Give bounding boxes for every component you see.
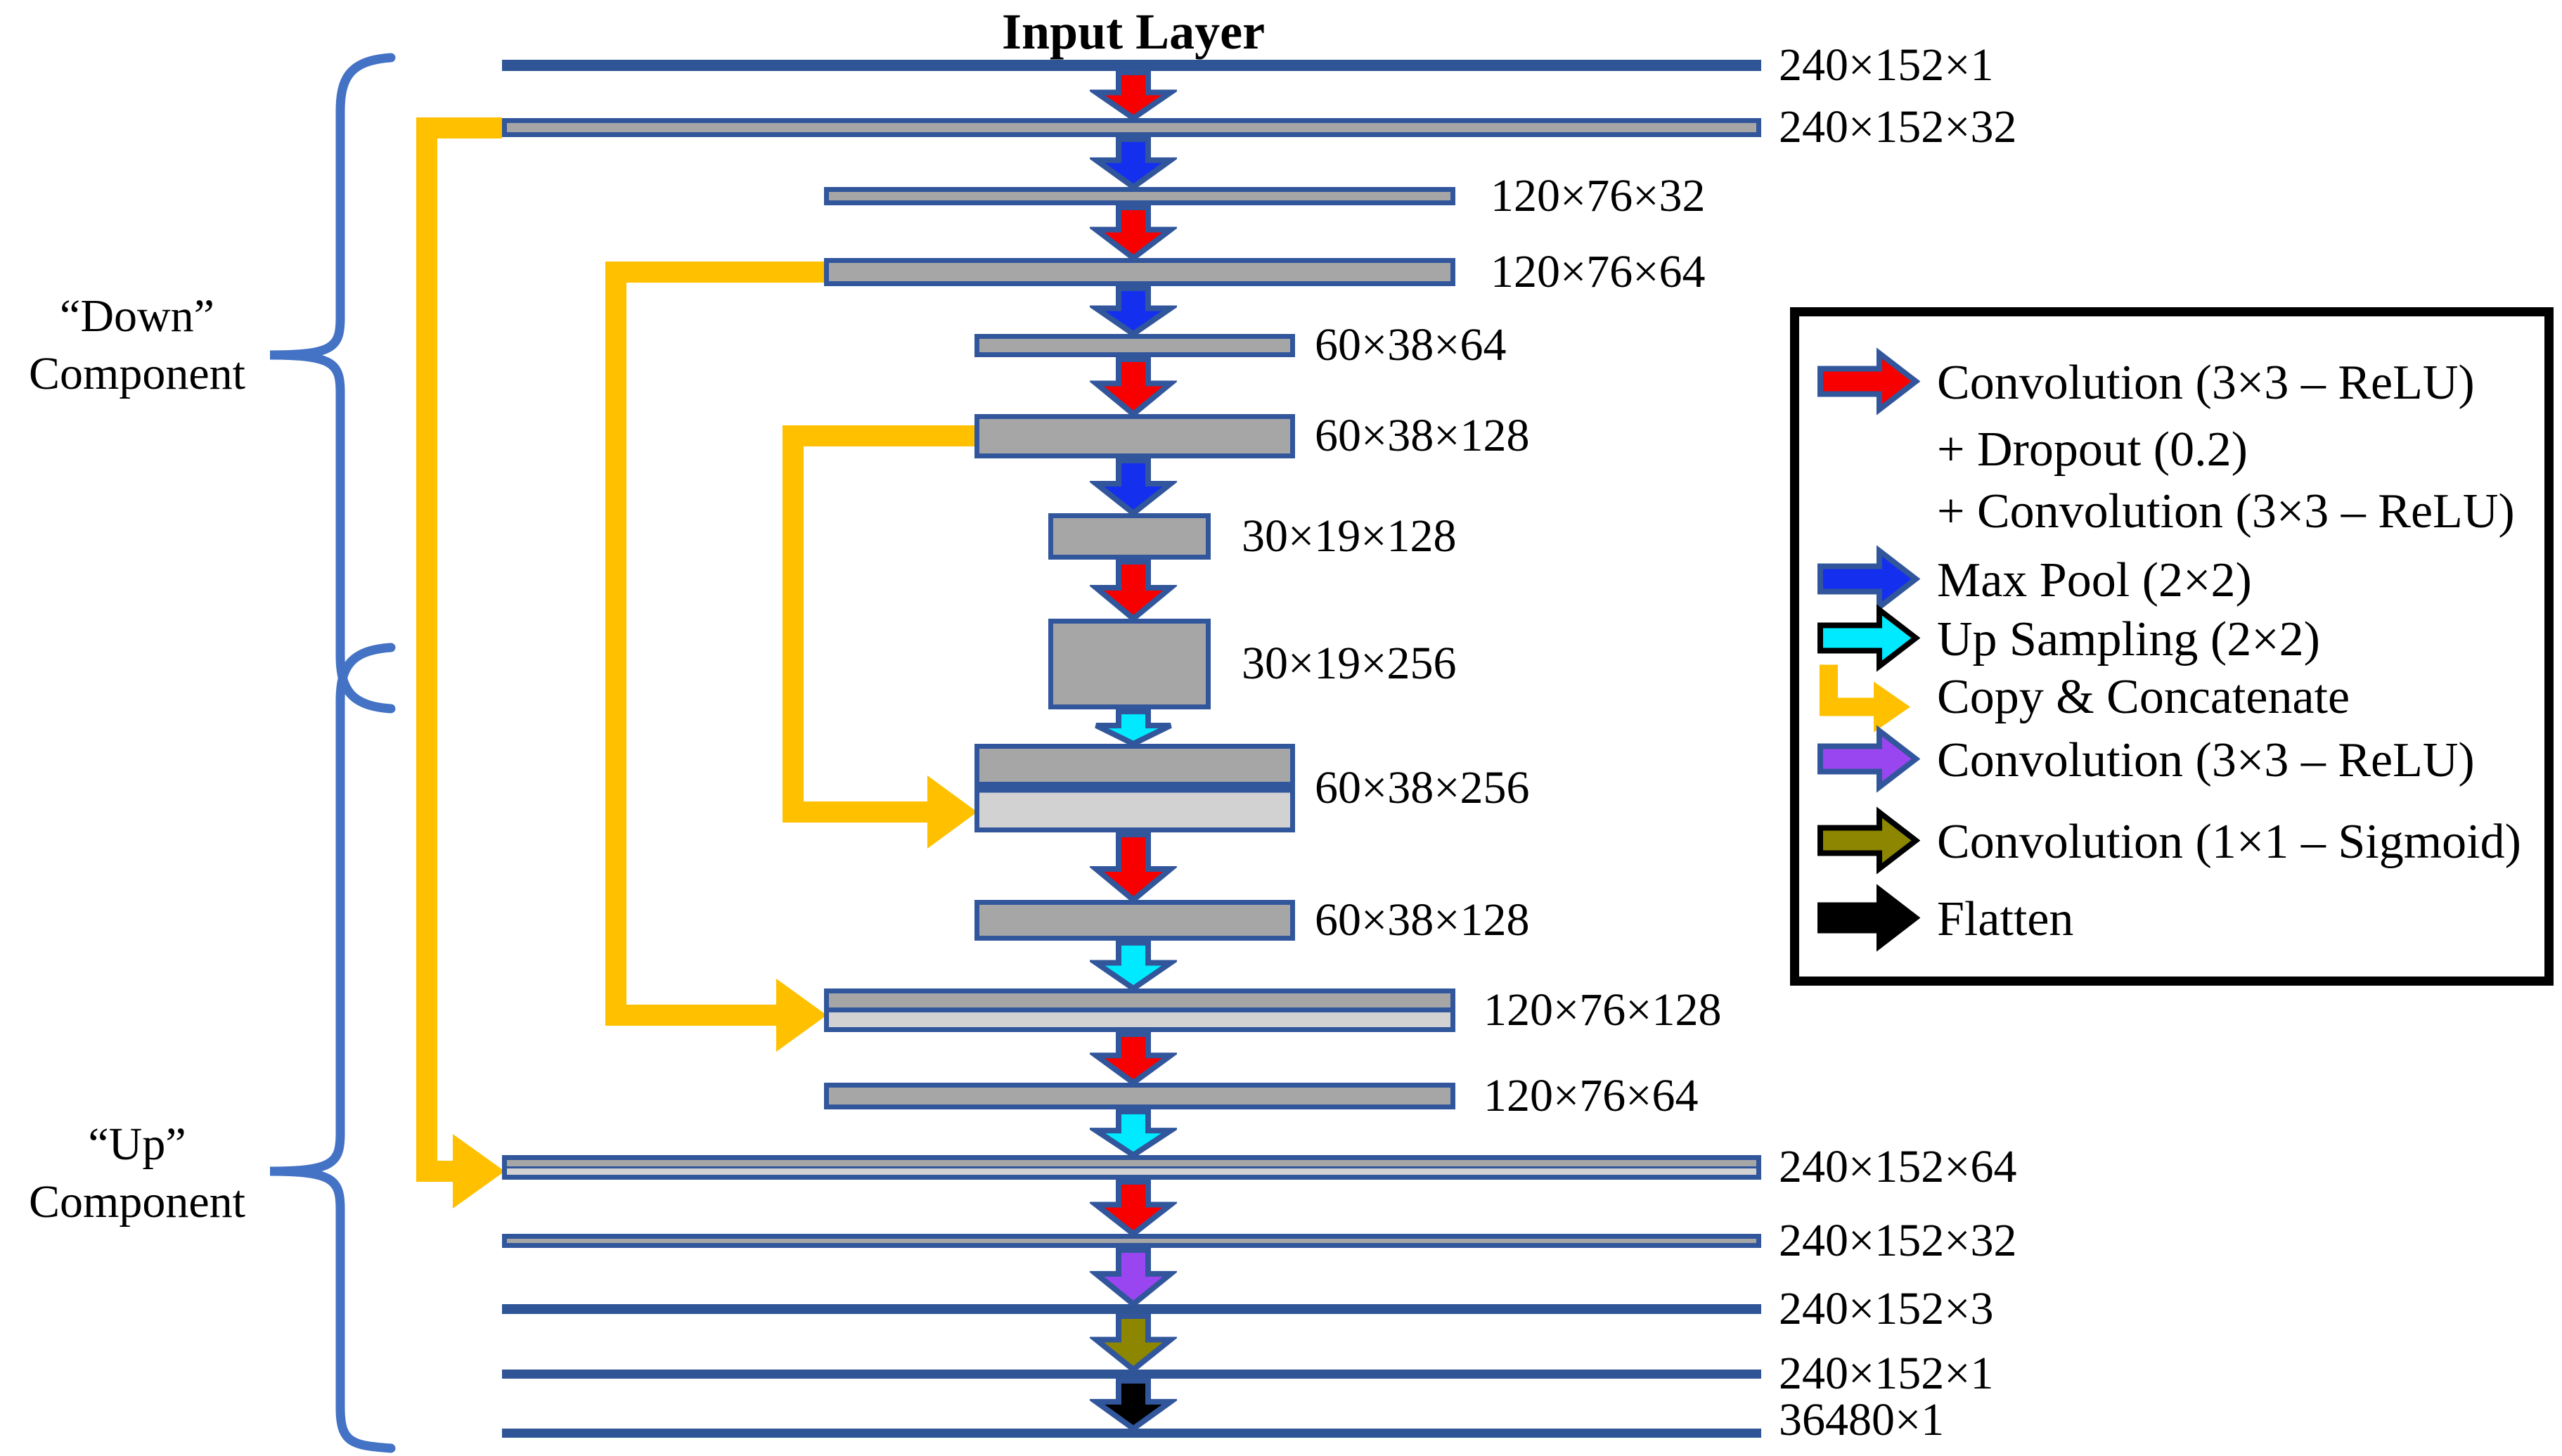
legend-label: + Convolution (3×3 – ReLU) xyxy=(1937,484,2515,539)
copy-concatenate-arrowhead-icon xyxy=(776,979,827,1052)
convolution-arrow-icon xyxy=(1087,1031,1180,1086)
legend-label: + Dropout (0.2) xyxy=(1937,423,2248,477)
max-pool-arrow-icon xyxy=(1087,285,1180,337)
dimension-label: 60×38×128 xyxy=(1315,894,1530,946)
legend-label: Flatten xyxy=(1937,892,2074,946)
legend-item: Copy & Concatenate xyxy=(1799,664,2544,733)
dimension-label: 240×152×1 xyxy=(1779,1348,1994,1399)
legend-label: Max Pool (2×2) xyxy=(1937,553,2252,607)
convolution-arrow-icon xyxy=(1088,1179,1179,1238)
layer-bar-240×152×64 xyxy=(502,1155,1761,1180)
copy-concatenate-arrowhead-icon xyxy=(453,1134,505,1209)
layer-bar-30×19×256 xyxy=(1048,619,1211,709)
layer-bar-120×76×32 xyxy=(824,187,1455,205)
dimension-label: 60×38×128 xyxy=(1315,410,1530,461)
legend-item: Up Sampling (2×2) xyxy=(1799,604,2544,674)
dimension-label: 120×76×32 xyxy=(1491,170,1706,221)
layer-bar-240×152×3 xyxy=(502,1304,1761,1314)
dimension-label: 240×152×3 xyxy=(1779,1283,1994,1334)
legend-item: Flatten xyxy=(1799,884,2544,953)
dimension-label: 240×152×64 xyxy=(1779,1141,2017,1192)
down-component-brace xyxy=(269,53,396,714)
dimension-label: 240×152×1 xyxy=(1779,39,1994,91)
dimension-label: 120×76×64 xyxy=(1483,1070,1699,1121)
layer-bar-60×38×128 xyxy=(974,900,1295,941)
layer-bar-120×76×128 xyxy=(824,988,1455,1032)
legend-label: Convolution (3×3 – ReLU) xyxy=(1937,356,2475,410)
layer-bar-240×152×1 xyxy=(502,1370,1761,1379)
layer-bar-36480×1 xyxy=(502,1429,1761,1438)
convolution-arrow-icon xyxy=(1088,356,1179,418)
dimension-label: 60×38×256 xyxy=(1315,762,1530,813)
copy-concatenate-line xyxy=(605,262,824,1026)
copy-concatenate-line xyxy=(783,425,974,823)
dimension-label: 36480×1 xyxy=(1779,1394,1945,1445)
legend-item: Convolution (1×1 – Sigmoid) xyxy=(1799,806,2544,876)
convolution-relu-arrow-icon xyxy=(1088,1247,1179,1308)
copy-concatenate-arrowhead-icon xyxy=(927,775,977,849)
dimension-label: 60×38×64 xyxy=(1315,319,1507,371)
layer-bar-120×76×64 xyxy=(824,258,1455,286)
up-component-brace xyxy=(269,643,396,1453)
maxpool-blue-arrow xyxy=(1815,540,1921,622)
layer-bar-240×152×32 xyxy=(502,1234,1761,1248)
max-pool-arrow-icon xyxy=(1087,136,1180,191)
legend-label: Convolution (1×1 – Sigmoid) xyxy=(1937,815,2521,869)
layer-bar-60×38×256 xyxy=(974,744,1295,832)
legend-item: Convolution (3×3 – ReLU) xyxy=(1799,725,2544,794)
legend-label: Copy & Concatenate xyxy=(1937,670,2350,724)
up-sampling-arrow-icon xyxy=(1087,940,1180,992)
dimension-label: 30×19×256 xyxy=(1242,638,1457,689)
dimension-label: 240×152×32 xyxy=(1779,101,2017,153)
up-sampling-arrow-icon xyxy=(1086,1109,1180,1159)
layer-bar-30×19×128 xyxy=(1048,513,1211,560)
input-layer-title: Input Layer xyxy=(1001,4,1266,60)
dimension-label: 120×76×128 xyxy=(1483,984,1722,1036)
conv-red-arrow xyxy=(1815,342,1921,425)
layer-bar-60×38×64 xyxy=(974,334,1295,357)
conv-purple-arrow xyxy=(1815,720,1921,802)
upsample-cyan-arrow xyxy=(1815,599,1921,681)
legend-item: + Convolution (3×3 – ReLU) xyxy=(1799,478,2544,546)
legend-label: Up Sampling (2×2) xyxy=(1937,612,2320,666)
up-sampling-arrow-icon xyxy=(1090,709,1177,747)
dimension-label: 240×152×32 xyxy=(1779,1215,2017,1266)
dimension-label: 30×19×128 xyxy=(1242,510,1457,562)
legend: Convolution (3×3 – ReLU) + Dropout (0.2) +… xyxy=(1790,307,2554,986)
up-component-label: “Up”Component xyxy=(29,1119,245,1228)
conv-olive-arrow xyxy=(1815,801,1921,884)
convolution-arrow-icon xyxy=(1088,832,1179,904)
convolution-arrow-icon xyxy=(1088,205,1179,262)
convolution-arrow-icon xyxy=(1088,559,1179,623)
convolution-arrow-icon xyxy=(1087,70,1180,122)
copy-concatenate-line xyxy=(416,117,502,1182)
flatten-black-arrow xyxy=(1815,879,1921,961)
layer-bar-240×152×32 xyxy=(502,118,1761,137)
legend-item: Max Pool (2×2) xyxy=(1799,545,2544,614)
legend-item: Convolution (3×3 – ReLU) xyxy=(1799,347,2544,417)
flatten-arrow-icon xyxy=(1087,1378,1180,1432)
legend-item: + Dropout (0.2) xyxy=(1799,416,2544,484)
layer-bar-120×76×64 xyxy=(824,1083,1455,1109)
convolution-sigmoid-arrow-icon xyxy=(1088,1313,1179,1374)
down-component-label: “Down”Component xyxy=(29,290,245,399)
dimension-label: 120×76×64 xyxy=(1491,246,1706,297)
layer-bar-60×38×128 xyxy=(974,414,1295,458)
copy-concatenate-elbow xyxy=(1815,657,1920,739)
layer-bar-240×152×1 xyxy=(502,60,1761,71)
max-pool-arrow-icon xyxy=(1088,458,1179,517)
legend-label: Convolution (3×3 – ReLU) xyxy=(1937,733,2475,787)
